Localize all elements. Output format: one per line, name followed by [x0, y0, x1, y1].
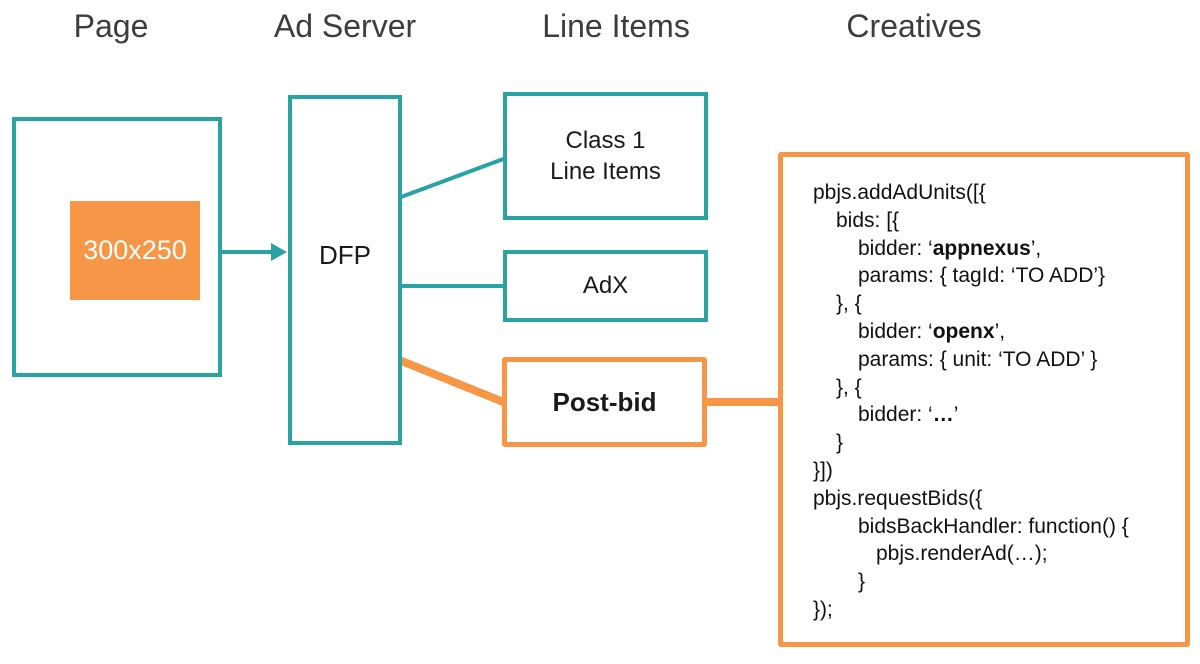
connector-dfp-to-class1	[400, 156, 507, 199]
header-line-items: Line Items	[542, 8, 690, 44]
adx-label: AdX	[582, 272, 629, 299]
code-line: params: { tagId: ‘TO ADD’}	[858, 264, 1106, 288]
header-creatives: Creatives	[846, 8, 982, 44]
class1-label-line1: Class 1	[565, 127, 646, 154]
code-line: params: { unit: ‘TO ADD’ }	[858, 347, 1098, 371]
header-ad-server: Ad Server	[273, 8, 417, 44]
dfp-label: DFP	[319, 239, 371, 270]
code-line: });	[813, 597, 833, 621]
creatives-code-box: pbjs.addAdUnits([{ bids: [{ bidder: ‘appne…	[778, 152, 1190, 647]
code-line: bids: [{	[836, 208, 900, 232]
code-line: }	[858, 570, 866, 594]
class1-label-line2: Line Items	[550, 158, 661, 185]
code-line: bidder: ‘appnexus’,	[858, 236, 1042, 260]
arrow-adslot-to-dfp-head-icon	[271, 243, 287, 261]
header-page: Page	[73, 8, 149, 44]
ad-slot-label: 300x250	[83, 235, 187, 265]
code-line: bidder: ‘…’	[858, 403, 959, 427]
code-line: }, {	[836, 375, 862, 399]
postbid-label: Post-bid	[552, 386, 657, 417]
code-line: pbjs.renderAd(…);	[876, 542, 1048, 566]
connector-dfp-to-postbid	[397, 356, 508, 407]
code-line: }	[836, 431, 844, 455]
code-line: pbjs.addAdUnits([{	[813, 181, 986, 204]
ad-slot-box: 300x250	[70, 201, 200, 300]
postbid-box: Post-bid	[502, 357, 707, 447]
code-line: pbjs.requestBids({	[813, 486, 983, 510]
code-line: bidder: ‘openx’,	[858, 319, 1006, 343]
class1-line-items-box: Class 1 Line Items	[503, 92, 708, 220]
adx-box: AdX	[503, 250, 708, 322]
dfp-box: DFP	[288, 95, 402, 445]
code-line: }])	[813, 458, 833, 482]
code-line: }, {	[836, 292, 862, 316]
code-line: bidsBackHandler: function() {	[858, 514, 1129, 538]
